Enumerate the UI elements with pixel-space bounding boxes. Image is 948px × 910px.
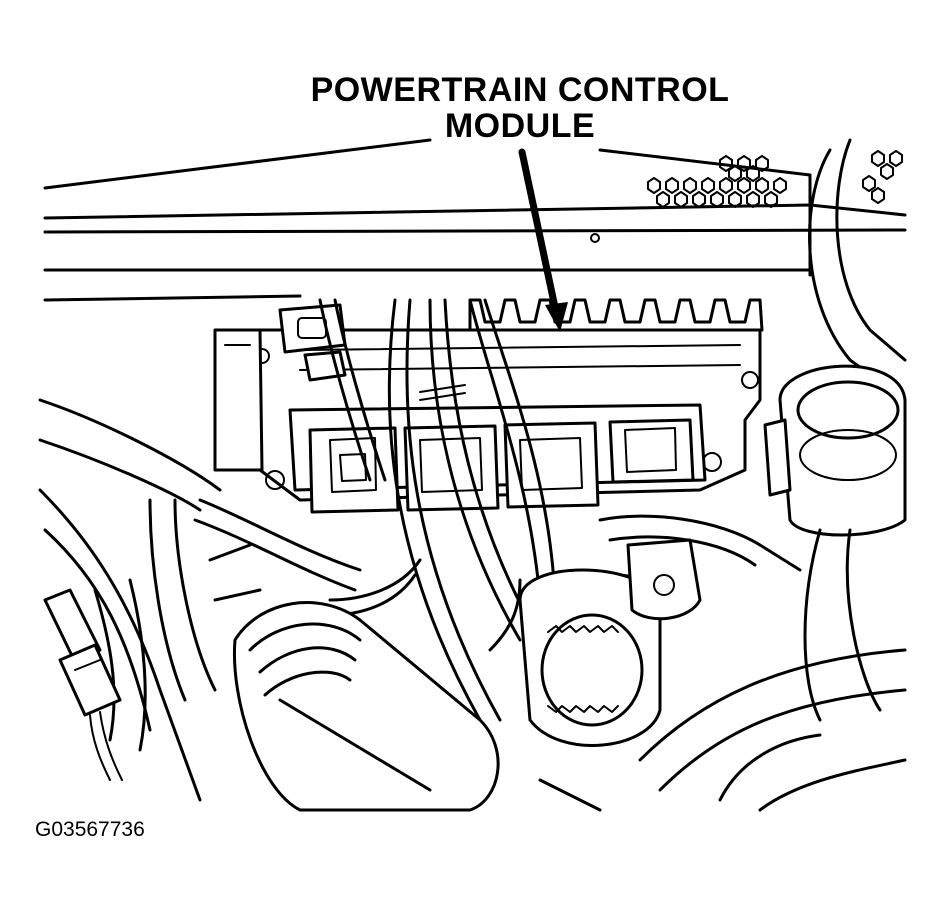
left-hoses bbox=[38, 398, 362, 802]
cowl-vent-pattern bbox=[647, 150, 903, 208]
cowl-panel bbox=[43, 138, 907, 302]
callout-line-2: MODULE bbox=[444, 107, 596, 145]
wiring-harness bbox=[318, 298, 557, 722]
figure-id: G03567736 bbox=[35, 818, 145, 841]
lower-right-hoses bbox=[538, 648, 907, 812]
pcm-callout-label: POWERTRAIN CONTROL MODULE bbox=[292, 72, 748, 144]
upper-right-hose bbox=[808, 138, 907, 402]
air-intake-duct bbox=[232, 601, 500, 812]
left-connector-plug bbox=[43, 588, 123, 781]
right-bracket bbox=[598, 514, 802, 621]
callout-arrow bbox=[518, 148, 568, 332]
coolant-reservoir bbox=[763, 364, 907, 722]
callout-line-1: POWERTRAIN CONTROL bbox=[310, 71, 730, 109]
